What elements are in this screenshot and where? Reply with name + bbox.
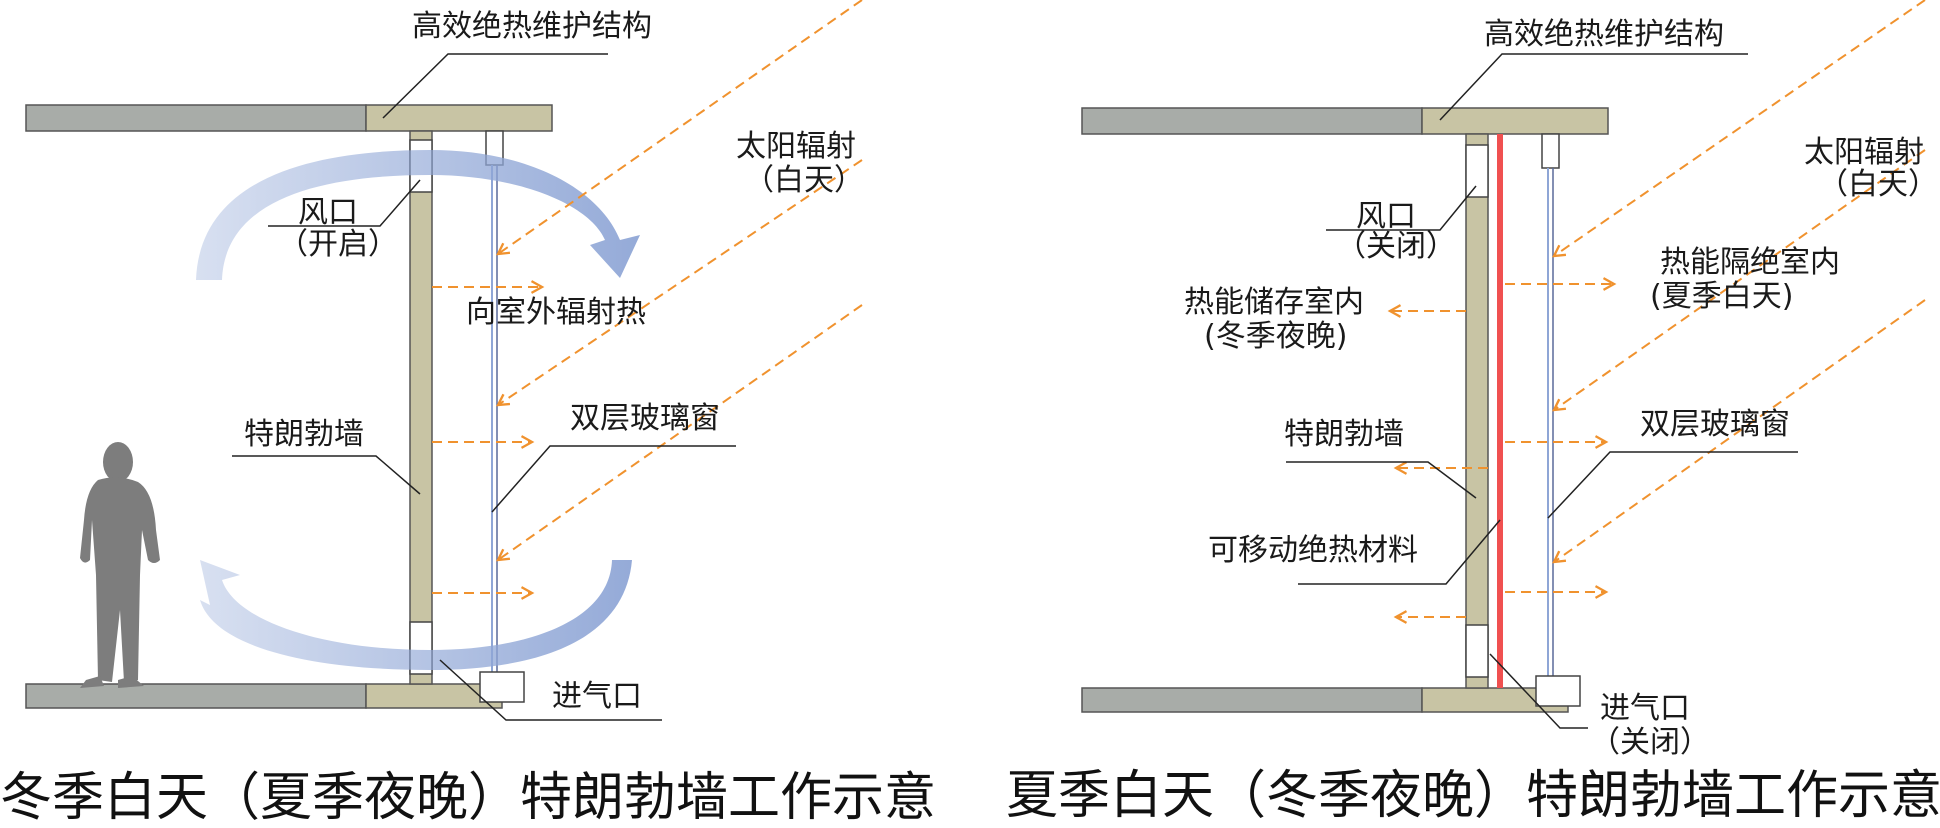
right-upper-vent [1465, 144, 1489, 198]
right-outward-heat-arrows [1505, 284, 1614, 592]
right-heat-insulation-line1: 热能隔绝室内 [1660, 245, 1840, 280]
left-ceiling-slab [25, 104, 553, 132]
left-leader-lines [232, 53, 736, 721]
right-double-glazing-label: 双层玻璃窗 [1640, 407, 1790, 442]
left-trombe-wall-label: 特朗勃墙 [244, 417, 364, 452]
left-outward-heat-arrows [432, 287, 542, 593]
right-movable-insulation [1497, 134, 1503, 688]
right-double-glazing [1535, 133, 1581, 707]
left-inlet-label: 进气口 [552, 679, 642, 714]
right-ceiling-slab [1081, 107, 1609, 135]
right-caption: 夏季白天（冬季夜晚）特朗勃墙工作示意 [1006, 766, 1940, 826]
right-insulation-label: 可移动绝热材料 [1208, 533, 1418, 568]
left-envelope-label: 高效绝热维护结构 [412, 9, 652, 44]
right-vent-label-line2: （关闭） [1336, 229, 1456, 264]
left-floor-slab [25, 683, 503, 709]
right-inward-heat-arrows [1390, 311, 1488, 617]
left-double-glazing-label: 双层玻璃窗 [570, 401, 720, 436]
right-envelope-label: 高效绝热维护结构 [1484, 17, 1724, 52]
right-inlet-label-line2: （关闭） [1590, 725, 1710, 760]
right-solar-label-line2: （白天） [1818, 167, 1938, 202]
left-solar-label-line2: （白天） [744, 163, 864, 198]
left-caption: 冬季白天（夏季夜晚）特朗勃墙工作示意 [0, 768, 937, 828]
right-solar-label-line1: 太阳辐射 [1804, 135, 1924, 170]
right-heat-storage-line2: (冬季夜晚) [1204, 319, 1348, 354]
right-heat-storage-line1: 热能储存室内 [1184, 285, 1364, 320]
left-trombe-wall [409, 130, 433, 685]
left-panel [25, 0, 863, 721]
left-airflow-arrows [196, 150, 640, 670]
person-silhouette-icon [80, 442, 160, 688]
right-solar-radiation-rays [1554, 0, 1926, 562]
right-panel [1081, 0, 1926, 729]
right-inlet-label-line1: 进气口 [1600, 691, 1690, 726]
right-vent-label-line1: 风口 [1356, 199, 1416, 234]
left-vent-label-line1: 风口 [298, 195, 358, 230]
left-solar-radiation-rays [498, 0, 863, 560]
right-floor-slab [1081, 687, 1569, 713]
right-trombe-wall [1465, 133, 1489, 689]
left-vent-label-line2: （开启） [278, 227, 398, 262]
left-outward-heat-label: 向室外辐射热 [466, 295, 646, 330]
right-leader-lines [1286, 53, 1798, 729]
right-lower-vent [1465, 624, 1489, 678]
right-trombe-wall-label: 特朗勃墙 [1284, 417, 1404, 452]
left-solar-label-line1: 太阳辐射 [736, 129, 856, 164]
left-double-glazing [479, 130, 525, 703]
right-heat-insulation-line2: (夏季白天) [1650, 279, 1794, 314]
